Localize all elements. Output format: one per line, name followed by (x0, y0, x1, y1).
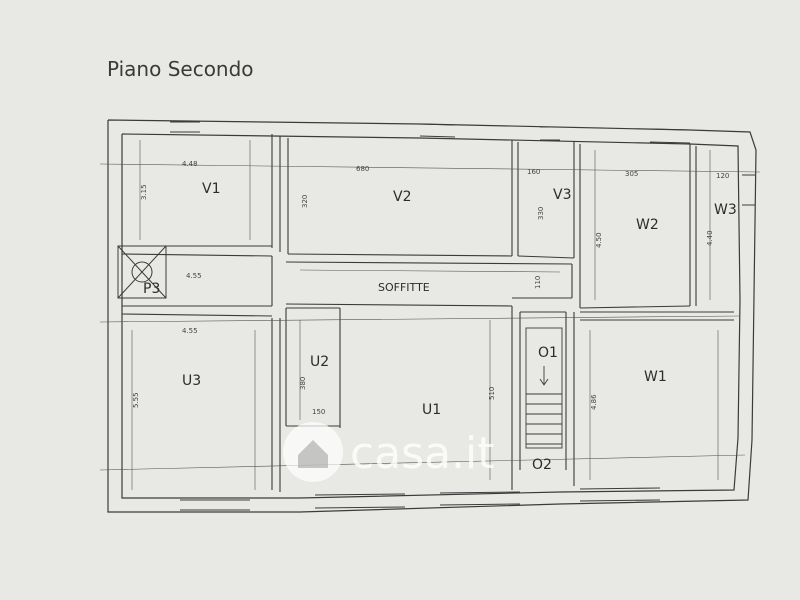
dim-p3-width: 4.55 (186, 272, 202, 280)
exterior-walls (107, 119, 757, 513)
dim-w1-height: 4.86 (590, 394, 598, 410)
house-icon (298, 440, 328, 468)
room-label-v3: V3 (553, 187, 571, 203)
dim-w3-height: 4.40 (706, 230, 714, 246)
room-label-w3: W3 (714, 202, 737, 218)
room-label-o2: O2 (532, 457, 552, 473)
dim-soffitte-height: 110 (534, 276, 542, 289)
watermark-text: casa.it (350, 428, 495, 479)
room-label-w1: W1 (644, 369, 667, 385)
dim-u3-height: 5.55 (132, 392, 140, 408)
room-label-p3: P3 (143, 281, 160, 297)
dim-v3-width: 160 (527, 168, 540, 176)
dim-v1-height: 3.15 (140, 184, 148, 200)
window-marks (170, 121, 755, 511)
room-label-w2: W2 (636, 217, 659, 233)
dim-w2-height: 4.50 (595, 232, 603, 248)
dim-u2-height: 380 (299, 377, 307, 390)
dim-v3-height: 330 (537, 207, 545, 220)
dimension-lines (99, 140, 761, 490)
dim-v2-width: 680 (356, 165, 369, 173)
plan-title: Piano Secondo (107, 57, 254, 81)
interior-walls (121, 134, 734, 492)
staircase (525, 327, 563, 449)
watermark: casa.it (283, 422, 495, 482)
room-label-u3: U3 (182, 373, 201, 389)
dim-u1-height: 510 (488, 387, 496, 400)
room-label-u1: U1 (422, 402, 441, 418)
dim-w2-width: 305 (625, 170, 638, 178)
shaft-p3 (117, 245, 167, 299)
dim-u3-width: 4.55 (182, 327, 198, 335)
dim-v2-height: 320 (301, 195, 309, 208)
room-label-v1: V1 (202, 181, 220, 197)
room-label-v2: V2 (393, 189, 411, 205)
room-label-u2: U2 (310, 354, 329, 370)
room-label-o1: O1 (538, 345, 558, 361)
dim-v1-width: 4.48 (182, 160, 198, 168)
room-label-soffitte: SOFFITTE (378, 281, 430, 294)
dim-w3-width: 120 (716, 172, 729, 180)
dim-u2-width: 150 (312, 408, 325, 416)
